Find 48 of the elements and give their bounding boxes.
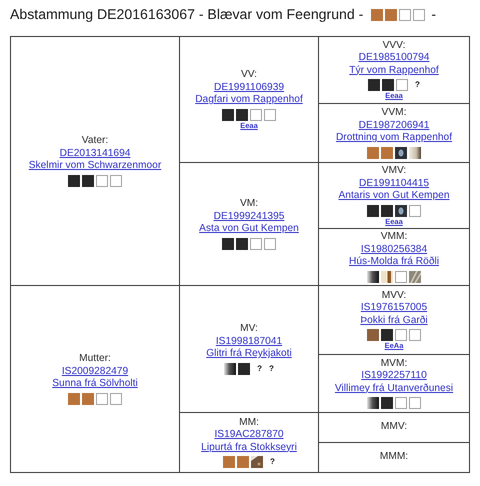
position-label: VM:: [240, 198, 258, 211]
horse-name-link: Villimey frá Utanverðunesi: [334, 382, 454, 396]
position-label: MM:: [239, 416, 259, 430]
horse-name-link: Glitri frá Reykjakoti: [206, 348, 292, 361]
pedigree-cell: [318, 36, 470, 104]
position-label: VV:: [240, 69, 258, 82]
horse-id-link: IS1976157005: [360, 302, 428, 315]
position-label: VMV:: [382, 165, 406, 178]
unknown-mark: ?: [270, 457, 275, 468]
unknown-mark: ?: [257, 364, 262, 374]
horse-id-link: IS1980256384: [360, 244, 428, 256]
position-label: Vater:: [82, 135, 108, 148]
horse-id-link: IS19AC287870: [214, 429, 284, 442]
position-label: Mutter:: [79, 353, 111, 366]
horse-id-link: DE1991104415: [358, 178, 430, 190]
position-label: MMM:: [380, 451, 408, 464]
position-label: MVV:: [382, 290, 406, 302]
unknown-mark: ?: [269, 364, 274, 374]
horse-name-link: Týr vom Rappenhof: [349, 64, 439, 78]
horse-name-link: Antaris von Gut Kempen: [338, 190, 450, 203]
horse-name-link: Skelmir vom Schwarzenmoor: [28, 160, 162, 173]
title-dash: -: [431, 6, 436, 23]
pedigree-cell: [318, 442, 470, 473]
horse-name-link: Þokki frá Garði: [360, 314, 428, 328]
position-label: MV:: [240, 323, 258, 336]
horse-name-link: Drottning vom Rappenhof: [336, 132, 452, 145]
position-label: VMM:: [380, 231, 408, 244]
page-title: Abstammung DE2016163067 - Blævar vom Feengrund -: [10, 6, 364, 23]
horse-id-link: IS1998187041: [216, 336, 282, 348]
horse-id-link: IS2009282479: [62, 366, 128, 378]
unknown-mark: ?: [415, 80, 420, 90]
horse-name-link: Dagfari vom Rappenhof: [195, 94, 303, 107]
horse-id-link: DE2013141694: [60, 148, 130, 160]
horse-name-link: Lipurtá fra Stokkseyri: [201, 442, 297, 454]
pedigree-cell: [10, 285, 180, 473]
horse-id-link: DE1987206941: [358, 120, 430, 132]
position-label: MVM:: [380, 358, 408, 370]
horse-name-link: Sunna frá Sölvholti: [52, 378, 138, 391]
pedigree-cell: [10, 36, 180, 286]
position-label: VVM:: [382, 107, 406, 120]
position-label: MMV:: [380, 421, 408, 434]
horse-name-link: Hús-Molda frá Röðli: [348, 256, 440, 269]
horse-id-link: DE1999241395: [214, 210, 284, 224]
horse-id-link: IS1992257110: [361, 370, 427, 383]
horse-id-link: DE1985100794: [358, 52, 430, 65]
horse-id-link: DE1991106939: [214, 82, 284, 94]
position-label: VVV:: [382, 40, 406, 52]
horse-name-link: Asta von Gut Kempen: [199, 223, 299, 236]
